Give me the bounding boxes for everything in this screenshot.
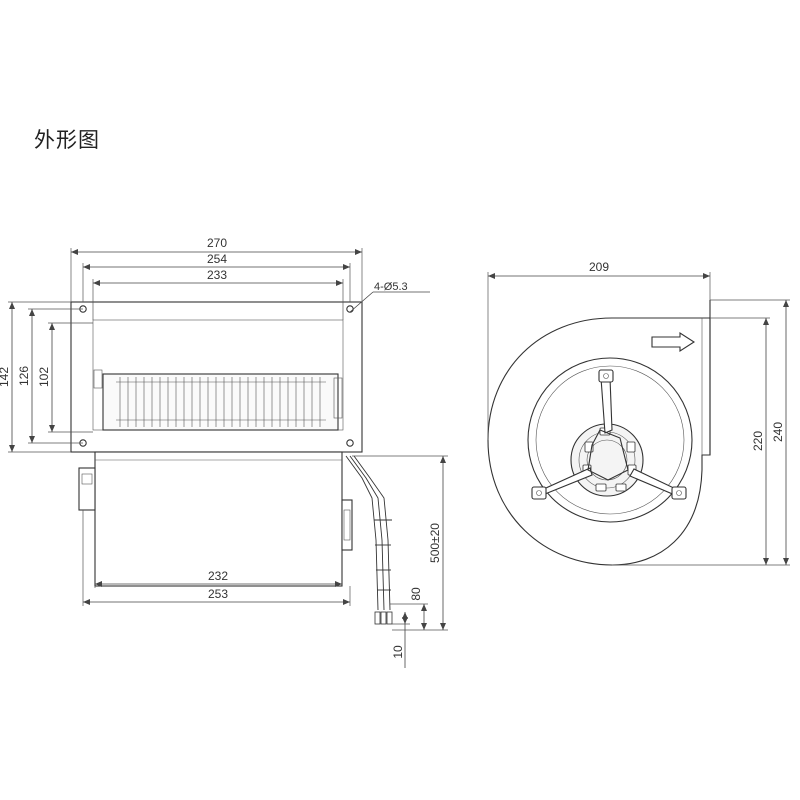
hole-label: 4-Ø5.3 <box>374 281 408 293</box>
mounting-hole-tr <box>346 305 354 313</box>
impeller-blades <box>116 377 326 427</box>
capacitor-box <box>341 499 353 551</box>
dim-209: 209 <box>487 260 711 440</box>
impeller-outlet <box>102 373 339 431</box>
dim-label-232: 232 <box>208 569 228 583</box>
dim-142: 142 <box>0 301 71 453</box>
lead-wires <box>345 455 392 611</box>
dim-80: 80 <box>390 587 428 630</box>
dim-232: 232 <box>94 569 342 588</box>
wire-terminals <box>374 611 393 625</box>
dim-240: 240 <box>710 299 790 566</box>
dim-270: 270 <box>70 236 363 302</box>
mounting-hole-br <box>346 439 354 447</box>
dim-label-220: 220 <box>751 431 765 451</box>
dim-label-142: 142 <box>0 367 11 387</box>
hole-callout: 4-Ø5.3 <box>349 281 430 313</box>
dim-label-80: 80 <box>409 587 423 601</box>
scroll-housing <box>94 451 343 587</box>
dim-label-233: 233 <box>207 268 227 282</box>
dim-102: 102 <box>37 322 93 433</box>
airflow-arrow-icon <box>651 331 696 353</box>
dim-label-270: 270 <box>207 236 227 250</box>
dim-label-240: 240 <box>771 422 785 442</box>
dim-233: 233 <box>92 268 344 320</box>
inlet-ring-outer <box>527 357 693 523</box>
dim-label-102: 102 <box>37 367 51 387</box>
dim-10: 10 <box>391 612 410 668</box>
front-view: 270 254 233 4-Ø5.3 142 <box>0 236 448 668</box>
dim-label-254: 254 <box>207 252 227 266</box>
bracket-foot-right <box>671 486 687 500</box>
dim-label-253: 253 <box>208 587 228 601</box>
dim-label-lead: 500±20 <box>428 523 442 563</box>
dim-label-209: 209 <box>589 260 609 274</box>
motor-connector <box>78 467 96 511</box>
bracket-foot-top <box>598 369 614 383</box>
side-tab-left <box>93 369 103 389</box>
dim-220: 220 <box>612 317 770 566</box>
dim-253: 253 <box>82 510 351 606</box>
bracket-foot-left <box>531 486 547 500</box>
dim-126: 126 <box>17 308 83 444</box>
dim-254: 254 <box>82 252 351 302</box>
dim-label-10: 10 <box>391 645 405 659</box>
drawing-title: 外形图 <box>34 128 100 152</box>
dim-lead-length: 500±20 <box>352 455 448 631</box>
side-tab-right <box>333 377 343 419</box>
dim-label-126: 126 <box>17 366 31 386</box>
inlet-ring-inner <box>535 365 685 515</box>
side-view: 209 220 240 <box>487 260 790 566</box>
